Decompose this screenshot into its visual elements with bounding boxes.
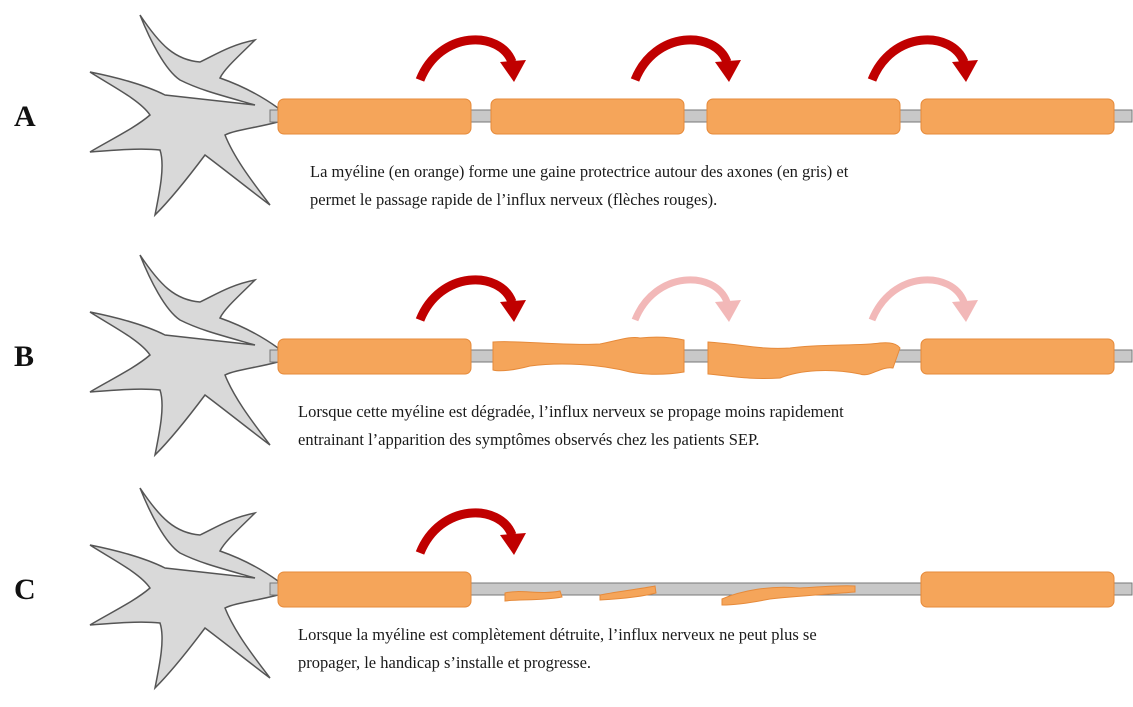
myelin-segment bbox=[921, 339, 1114, 374]
caption-line: Lorsque cette myéline est dégradée, l’in… bbox=[298, 398, 844, 426]
myelin-segment bbox=[921, 99, 1114, 134]
impulse-arrow bbox=[420, 513, 526, 555]
neuron-body bbox=[90, 488, 278, 688]
caption-line: entrainant l’apparition des symptômes ob… bbox=[298, 426, 844, 454]
caption-line: Lorsque la myéline est complètement détr… bbox=[298, 621, 817, 649]
myelin-fragment bbox=[505, 591, 562, 601]
panel-label: A bbox=[14, 100, 36, 134]
panel-caption: Lorsque la myéline est complètement détr… bbox=[298, 621, 817, 677]
panel-a: A La myéline (en orange) forme une gaine… bbox=[0, 0, 1133, 235]
faded-impulse-arrow bbox=[872, 280, 978, 322]
myelin-segment bbox=[278, 572, 471, 607]
neuron-body bbox=[90, 255, 278, 455]
panel-caption: La myéline (en orange) forme une gaine p… bbox=[310, 158, 848, 214]
impulse-arrow bbox=[420, 280, 526, 322]
myelin-segment bbox=[278, 339, 471, 374]
impulse-arrow bbox=[420, 40, 526, 82]
caption-line: La myéline (en orange) forme une gaine p… bbox=[310, 158, 848, 186]
caption-line: propager, le handicap s’installe et prog… bbox=[298, 649, 817, 677]
panel-b: B Lorsque cette myéline est dégradée, l’… bbox=[0, 240, 1133, 475]
damaged-myelin-segment bbox=[708, 342, 900, 379]
panel-caption: Lorsque cette myéline est dégradée, l’in… bbox=[298, 398, 844, 454]
panel-label: B bbox=[14, 340, 34, 374]
panel-c: C Lorsque la myéline est complètement dé… bbox=[0, 473, 1133, 707]
damaged-myelin-segment bbox=[493, 337, 684, 374]
neuron-body bbox=[90, 15, 278, 215]
myelin-segment bbox=[921, 572, 1114, 607]
impulse-arrow bbox=[635, 40, 741, 82]
myelin-segment bbox=[491, 99, 684, 134]
impulse-arrow bbox=[872, 40, 978, 82]
faded-impulse-arrow bbox=[635, 280, 741, 322]
myelin-segment bbox=[278, 99, 471, 134]
panel-label: C bbox=[14, 573, 36, 607]
myelin-segment bbox=[707, 99, 900, 134]
caption-line: permet le passage rapide de l’influx ner… bbox=[310, 186, 848, 214]
